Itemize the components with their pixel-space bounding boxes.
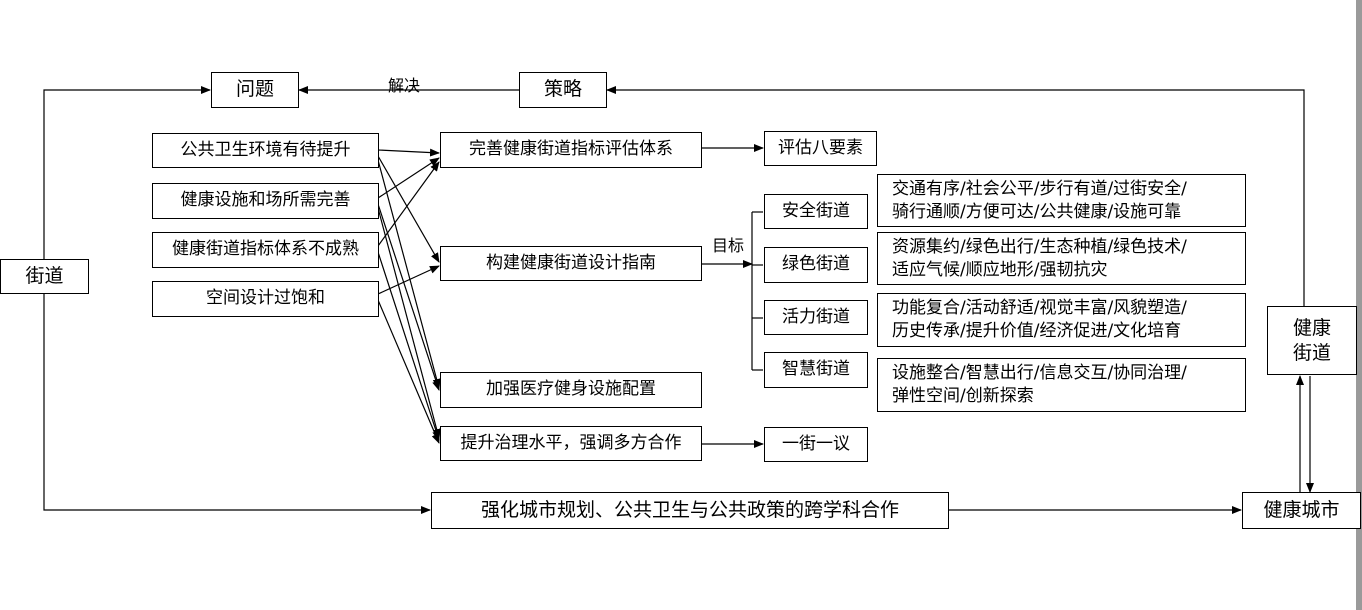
street-type: 绿色街道 xyxy=(764,247,868,283)
strategy-item: 加强医疗健身设施配置 xyxy=(440,372,702,408)
strategy-item: 提升治理水平，强调多方合作 xyxy=(440,426,702,461)
street-detail: 资源集约/绿色出行/生态种植/绿色技术/ 适应气候/顺应地形/强韧抗灾 xyxy=(877,232,1246,285)
street-detail: 功能复合/活动舒适/视觉丰富/风貌塑造/ 历史传承/提升价值/经济促进/文化培育 xyxy=(877,293,1246,347)
link-p1-s1 xyxy=(377,148,440,157)
goal-label: 目标 xyxy=(712,236,745,255)
healthy-street-node: 健康 街道 xyxy=(1267,306,1357,375)
link-p2-s3 xyxy=(377,203,440,391)
eight-elements-node: 评估八要素 xyxy=(764,131,877,166)
solve-label: 解决 xyxy=(388,76,421,95)
strategy-item: 完善健康街道指标评估体系 xyxy=(440,132,702,168)
link-p1-s2 xyxy=(377,155,440,263)
one-street-node: 一街一议 xyxy=(764,427,868,462)
street-detail: 设施整合/智慧出行/信息交互/协同治理/ 弹性空间/创新探索 xyxy=(877,358,1246,412)
link-p4-s4 xyxy=(377,299,440,444)
link-p1-s3 xyxy=(377,159,441,389)
healthy-city-node: 健康城市 xyxy=(1242,492,1361,529)
street-to-problems-arrow xyxy=(43,86,211,259)
street-to-collab-arrow xyxy=(43,293,431,514)
street-type: 活力街道 xyxy=(764,300,868,335)
link-p4-s2 xyxy=(377,265,440,295)
link-p2-s4 xyxy=(377,207,441,439)
scroll-edge xyxy=(1356,0,1362,610)
link-p3-s4 xyxy=(377,251,441,441)
street-node: 街道 xyxy=(0,259,89,294)
link-p3-s1 xyxy=(377,161,440,247)
street-detail: 交通有序/社会公平/步行有道/过街安全/ 骑行通顺/方便可达/公共健康/设施可靠 xyxy=(877,174,1246,227)
problem-item: 空间设计过饱和 xyxy=(152,281,379,317)
problem-item: 健康设施和场所需完善 xyxy=(152,183,379,219)
collab-node: 强化城市规划、公共卫生与公共政策的跨学科合作 xyxy=(431,492,949,529)
problem-item: 健康街道指标体系不成熟 xyxy=(152,232,379,268)
street-type: 智慧街道 xyxy=(764,352,868,388)
problems-node: 问题 xyxy=(211,72,299,108)
strategy-node: 策略 xyxy=(519,72,607,108)
problem-item: 公共卫生环境有待提升 xyxy=(152,133,379,168)
street-type: 安全街道 xyxy=(764,194,868,229)
strategy-item: 构建健康街道设计指南 xyxy=(440,246,702,281)
link-p2-s1 xyxy=(377,157,440,199)
healthy-street-to-strategy-arrow xyxy=(606,86,1305,306)
